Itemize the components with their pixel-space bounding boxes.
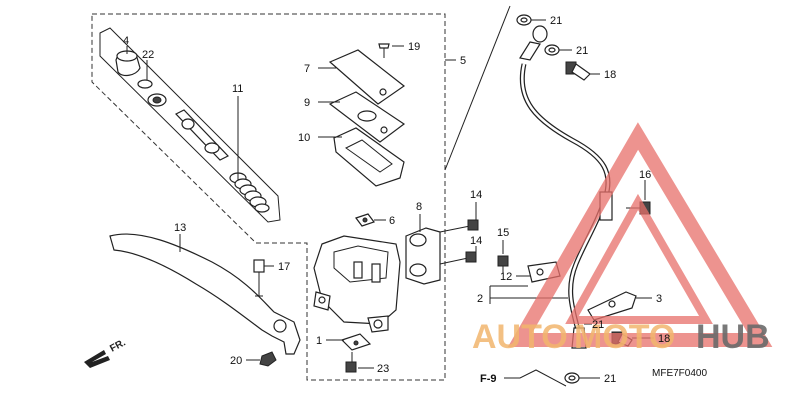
callout-10: 10 bbox=[298, 132, 310, 144]
callout-18-lower: 18 bbox=[658, 333, 670, 345]
callout-21-second: 21 bbox=[576, 45, 588, 57]
assembly-outline bbox=[91, 13, 446, 381]
reservoir-cap bbox=[328, 49, 406, 105]
pivot-bolt bbox=[253, 259, 265, 297]
watermark-logo bbox=[507, 122, 773, 347]
brake-switch bbox=[340, 333, 372, 351]
piston-kit bbox=[99, 27, 281, 223]
sealing-washer-bottom bbox=[564, 372, 580, 384]
callout-2: 2 bbox=[477, 293, 483, 305]
master-cylinder-body bbox=[313, 235, 401, 333]
callout-22: 22 bbox=[142, 49, 154, 61]
guide-bolt bbox=[497, 255, 509, 274]
cap-screw bbox=[378, 43, 390, 58]
callout-4: 4 bbox=[123, 35, 129, 47]
callout-9: 9 bbox=[304, 97, 310, 109]
callout-19: 19 bbox=[408, 41, 420, 53]
callout-17: 17 bbox=[278, 261, 290, 273]
front-direction-arrow bbox=[84, 350, 110, 368]
sealing-washer-top bbox=[516, 14, 532, 26]
callout-8: 8 bbox=[416, 201, 422, 213]
callout-12: 12 bbox=[500, 271, 512, 283]
callout-6: 6 bbox=[389, 215, 395, 227]
reference-label: F-9 bbox=[480, 373, 497, 385]
sealing-washer-second bbox=[544, 44, 560, 56]
front-label: FR. bbox=[108, 337, 128, 354]
callout-14-lower: 14 bbox=[470, 235, 482, 247]
oil-bolt-upper bbox=[565, 61, 591, 81]
callout-20: 20 bbox=[230, 355, 242, 367]
callout-11: 11 bbox=[232, 83, 243, 95]
diaphragm bbox=[333, 127, 405, 187]
callout-15: 15 bbox=[497, 227, 509, 239]
hose-clamp-3 bbox=[587, 291, 637, 321]
brake-lever bbox=[109, 233, 301, 355]
callout-7: 7 bbox=[304, 63, 310, 75]
callout-1: 1 bbox=[316, 335, 322, 347]
callout-5: 5 bbox=[460, 55, 466, 67]
callout-23: 23 bbox=[377, 363, 389, 375]
switch-screw bbox=[345, 352, 357, 373]
callout-3: 3 bbox=[656, 293, 662, 305]
callout-13: 13 bbox=[174, 222, 186, 234]
callout-16: 16 bbox=[639, 169, 651, 181]
callout-21-top: 21 bbox=[550, 15, 562, 27]
watermark-moto: MOTO bbox=[574, 318, 675, 356]
holder-bolt-upper bbox=[439, 219, 479, 233]
callout-14-upper: 14 bbox=[470, 189, 482, 201]
watermark-hub: HUB bbox=[696, 318, 770, 356]
callout-21-middle: 21 bbox=[592, 319, 604, 331]
callout-18-upper: 18 bbox=[604, 69, 616, 81]
holder-bolt-lower bbox=[439, 251, 477, 265]
pivot-clip bbox=[355, 213, 375, 227]
holder bbox=[405, 227, 441, 285]
watermark-auto: AUTO bbox=[472, 318, 568, 356]
diaphragm-plate bbox=[328, 91, 406, 143]
pivot-nut bbox=[259, 351, 277, 367]
callout-21-bottom: 21 bbox=[604, 373, 616, 385]
diagram-code: MFE7F0400 bbox=[652, 368, 707, 379]
